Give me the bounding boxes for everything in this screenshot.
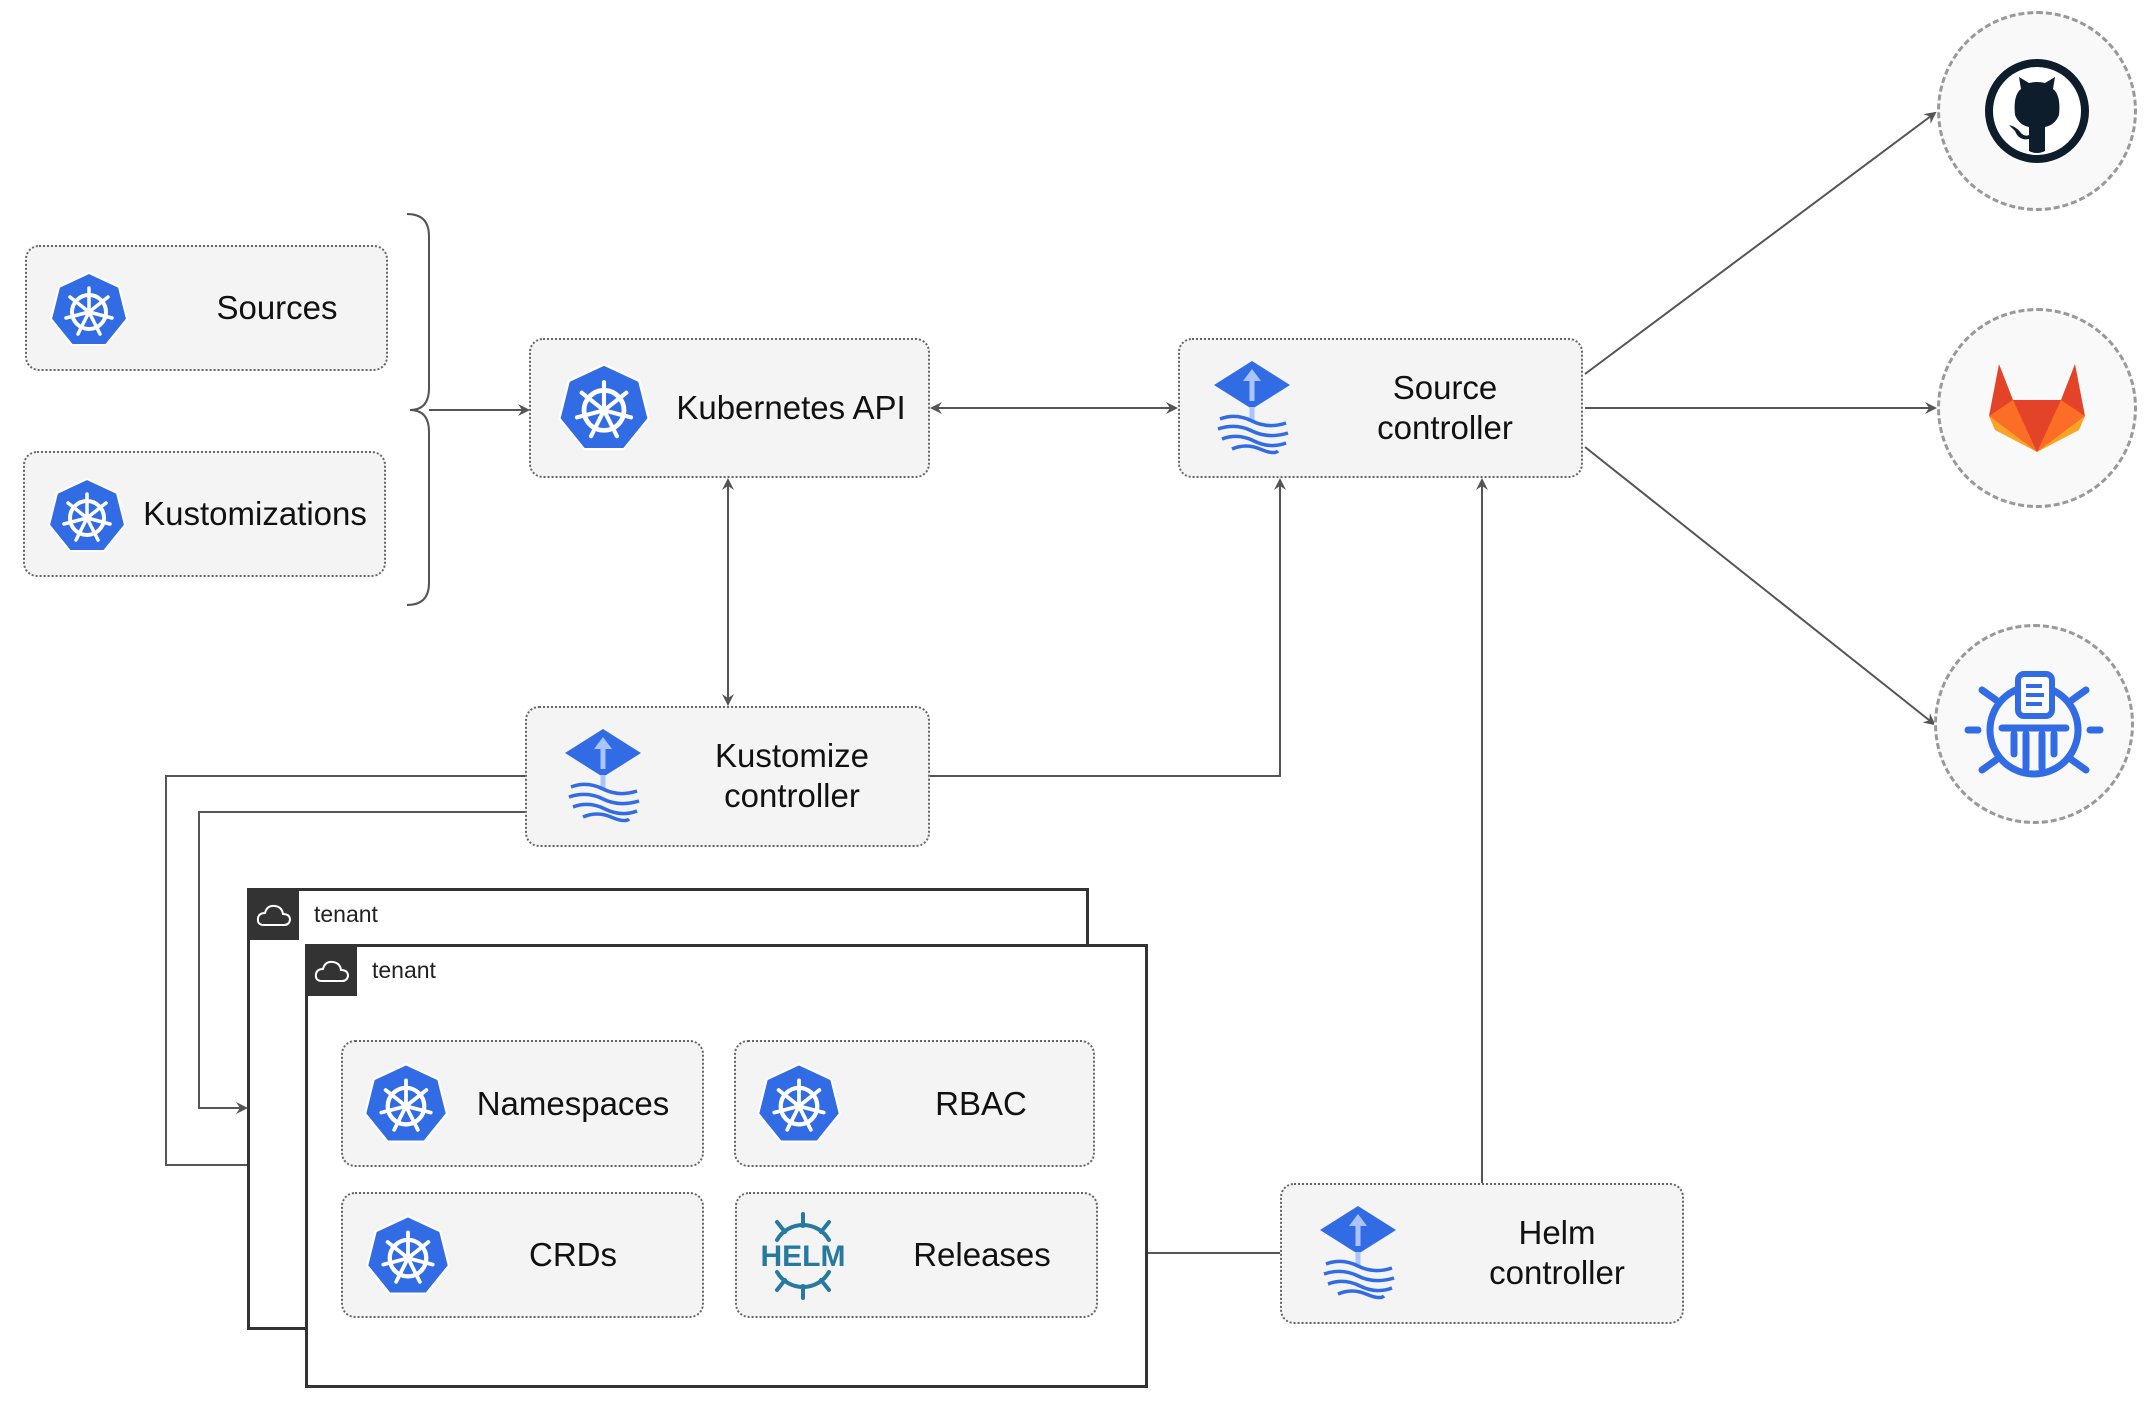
cloud-icon xyxy=(249,890,299,940)
releases-node[interactable]: HELM Releases xyxy=(735,1192,1098,1318)
tenant-label: tenant xyxy=(314,901,378,927)
label-line: Kustomize xyxy=(714,737,870,774)
kubernetes-icon xyxy=(756,1062,842,1146)
kubernetes-icon xyxy=(49,271,129,347)
flux-icon xyxy=(1318,1199,1398,1309)
namespaces-node[interactable]: Namespaces xyxy=(341,1040,704,1167)
gitlab-icon xyxy=(1989,364,2085,452)
flux-icon xyxy=(563,722,643,832)
kubernetes-icon xyxy=(365,1214,451,1298)
bucket-icon xyxy=(1964,671,2104,778)
kubernetes-api-node[interactable]: Kubernetes API xyxy=(529,338,930,478)
rbac-label: RBAC xyxy=(935,1084,1027,1122)
label-line: controller xyxy=(1489,1254,1625,1291)
label-line: Helm xyxy=(1518,1214,1596,1251)
namespaces-label: Namespaces xyxy=(476,1084,670,1122)
sources-label: Sources xyxy=(216,289,338,326)
kubernetes-icon xyxy=(47,477,127,553)
sources-node[interactable]: Sources xyxy=(25,245,388,371)
github-node[interactable] xyxy=(1937,11,2137,211)
arrow-kustomize-to-tenant-front xyxy=(165,775,525,1171)
crds-node[interactable]: CRDs xyxy=(341,1192,704,1318)
helm-logo-text: HELM xyxy=(761,1240,846,1273)
arrow-kustomize-to-tenant-back xyxy=(198,811,525,1114)
label-line: controller xyxy=(1377,409,1513,446)
gitlab-node[interactable] xyxy=(1937,308,2137,508)
label-line: controller xyxy=(724,777,860,814)
helm-icon: HELM xyxy=(761,1212,846,1300)
releases-label: Releases xyxy=(913,1236,1051,1273)
kubernetes-api-label: Kubernetes API xyxy=(676,389,906,426)
kubernetes-icon xyxy=(363,1062,449,1146)
tenant-label: tenant xyxy=(372,957,436,983)
crds-label: CRDs xyxy=(529,1236,617,1273)
label-line: Source xyxy=(1392,369,1498,406)
github-icon xyxy=(1985,59,2089,163)
brace xyxy=(406,213,430,606)
arrow-kustomize-to-source xyxy=(930,478,1286,777)
kustomizations-node[interactable]: Kustomizations xyxy=(23,451,386,577)
bucket-node[interactable] xyxy=(1934,624,2134,824)
arrow-source-to-bucket xyxy=(1584,446,1936,726)
kubernetes-icon xyxy=(557,362,651,454)
cloud-icon xyxy=(307,946,357,996)
arrow-source-to-github xyxy=(1584,111,1937,375)
kustomizations-label: Kustomizations xyxy=(143,495,367,532)
flux-icon xyxy=(1212,354,1292,464)
rbac-node[interactable]: RBAC xyxy=(734,1040,1095,1167)
